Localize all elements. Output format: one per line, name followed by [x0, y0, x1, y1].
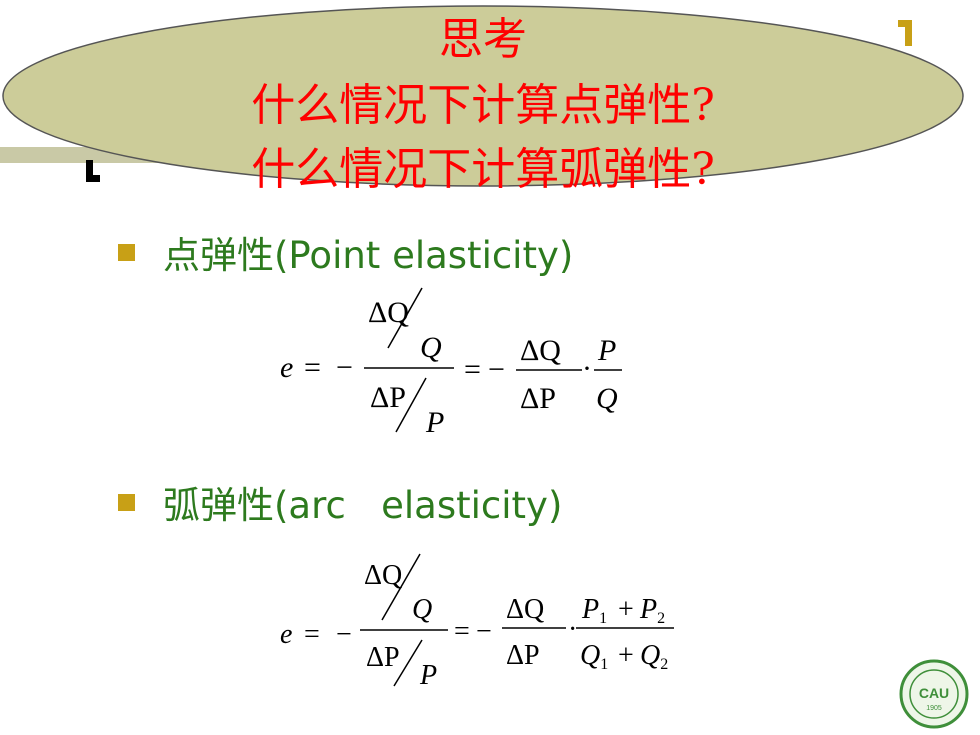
formula-delta-p-2: ΔP [506, 640, 540, 671]
formula-q: Q [420, 331, 442, 364]
think-ellipse [2, 5, 964, 187]
formula-delta-p: ΔP [370, 381, 406, 414]
formula-p: P [425, 406, 444, 439]
svg-text:CAU: CAU [919, 685, 949, 701]
formula-minus-2: − [476, 616, 492, 647]
svg-text:1905: 1905 [926, 705, 942, 712]
formula-delta-q: ΔQ [368, 296, 409, 329]
think-question-arc: 什么情况下计算弧弹性? [251, 144, 715, 195]
formula-minus: − [336, 351, 353, 384]
bullet-square-icon [118, 493, 135, 511]
formula-q: Q [412, 594, 432, 625]
university-seal-logo: CAU 1905 [899, 659, 969, 729]
formula-delta-p: ΔP [366, 642, 400, 673]
formula-minus-2: − [488, 353, 505, 386]
formula-dot: · [582, 352, 592, 385]
formula-q-2: Q [596, 382, 618, 415]
formula-plus: + [618, 594, 634, 625]
formula-delta-p-2: ΔP [520, 382, 556, 415]
formula-e: e [280, 619, 292, 650]
formula-e: e [280, 351, 293, 384]
formula-equals-2: = [454, 616, 470, 647]
bullet-item-arc-elasticity: 弧弹性(arc elasticity) [118, 475, 562, 529]
bullet-label: 点弹性(Point elasticity) [163, 234, 574, 277]
formula-delta-q: ΔQ [364, 560, 402, 591]
formula-p: P [419, 660, 437, 688]
formula-minus: − [336, 619, 352, 650]
formula-plus-2: + [618, 640, 634, 671]
formula-p1: P1 [581, 594, 607, 627]
think-question-point: 什么情况下计算点弹性? [251, 80, 715, 131]
point-elasticity-formula: e = − ΔQ Q ΔP P = − ΔQ ΔP · P Q [280, 287, 622, 439]
corner-bracket-top-right [898, 20, 912, 46]
formula-equals-2: = [464, 353, 481, 386]
think-title: 思考 [439, 14, 527, 65]
formula-equals: = [304, 351, 321, 384]
bullet-item-point-elasticity: 点弹性(Point elasticity) [118, 225, 573, 279]
formula-delta-q-2: ΔQ [506, 594, 544, 625]
formula-dot: · [568, 614, 577, 645]
formula-q1: Q1 [580, 640, 608, 673]
arc-elasticity-formula: e = − ΔQ Q ΔP P = − ΔQ ΔP · P1 + P2 Q1 +… [280, 553, 674, 688]
formula-q2: Q2 [640, 640, 668, 673]
bullet-label: 弧弹性(arc elasticity) [163, 484, 563, 527]
formula-equals: = [304, 619, 320, 650]
formula-p2: P2 [639, 594, 665, 627]
bullet-square-icon [118, 243, 135, 261]
formula-p-2: P [597, 334, 616, 367]
corner-bracket-bottom-left [86, 160, 100, 182]
formula-delta-q-2: ΔQ [520, 334, 561, 367]
